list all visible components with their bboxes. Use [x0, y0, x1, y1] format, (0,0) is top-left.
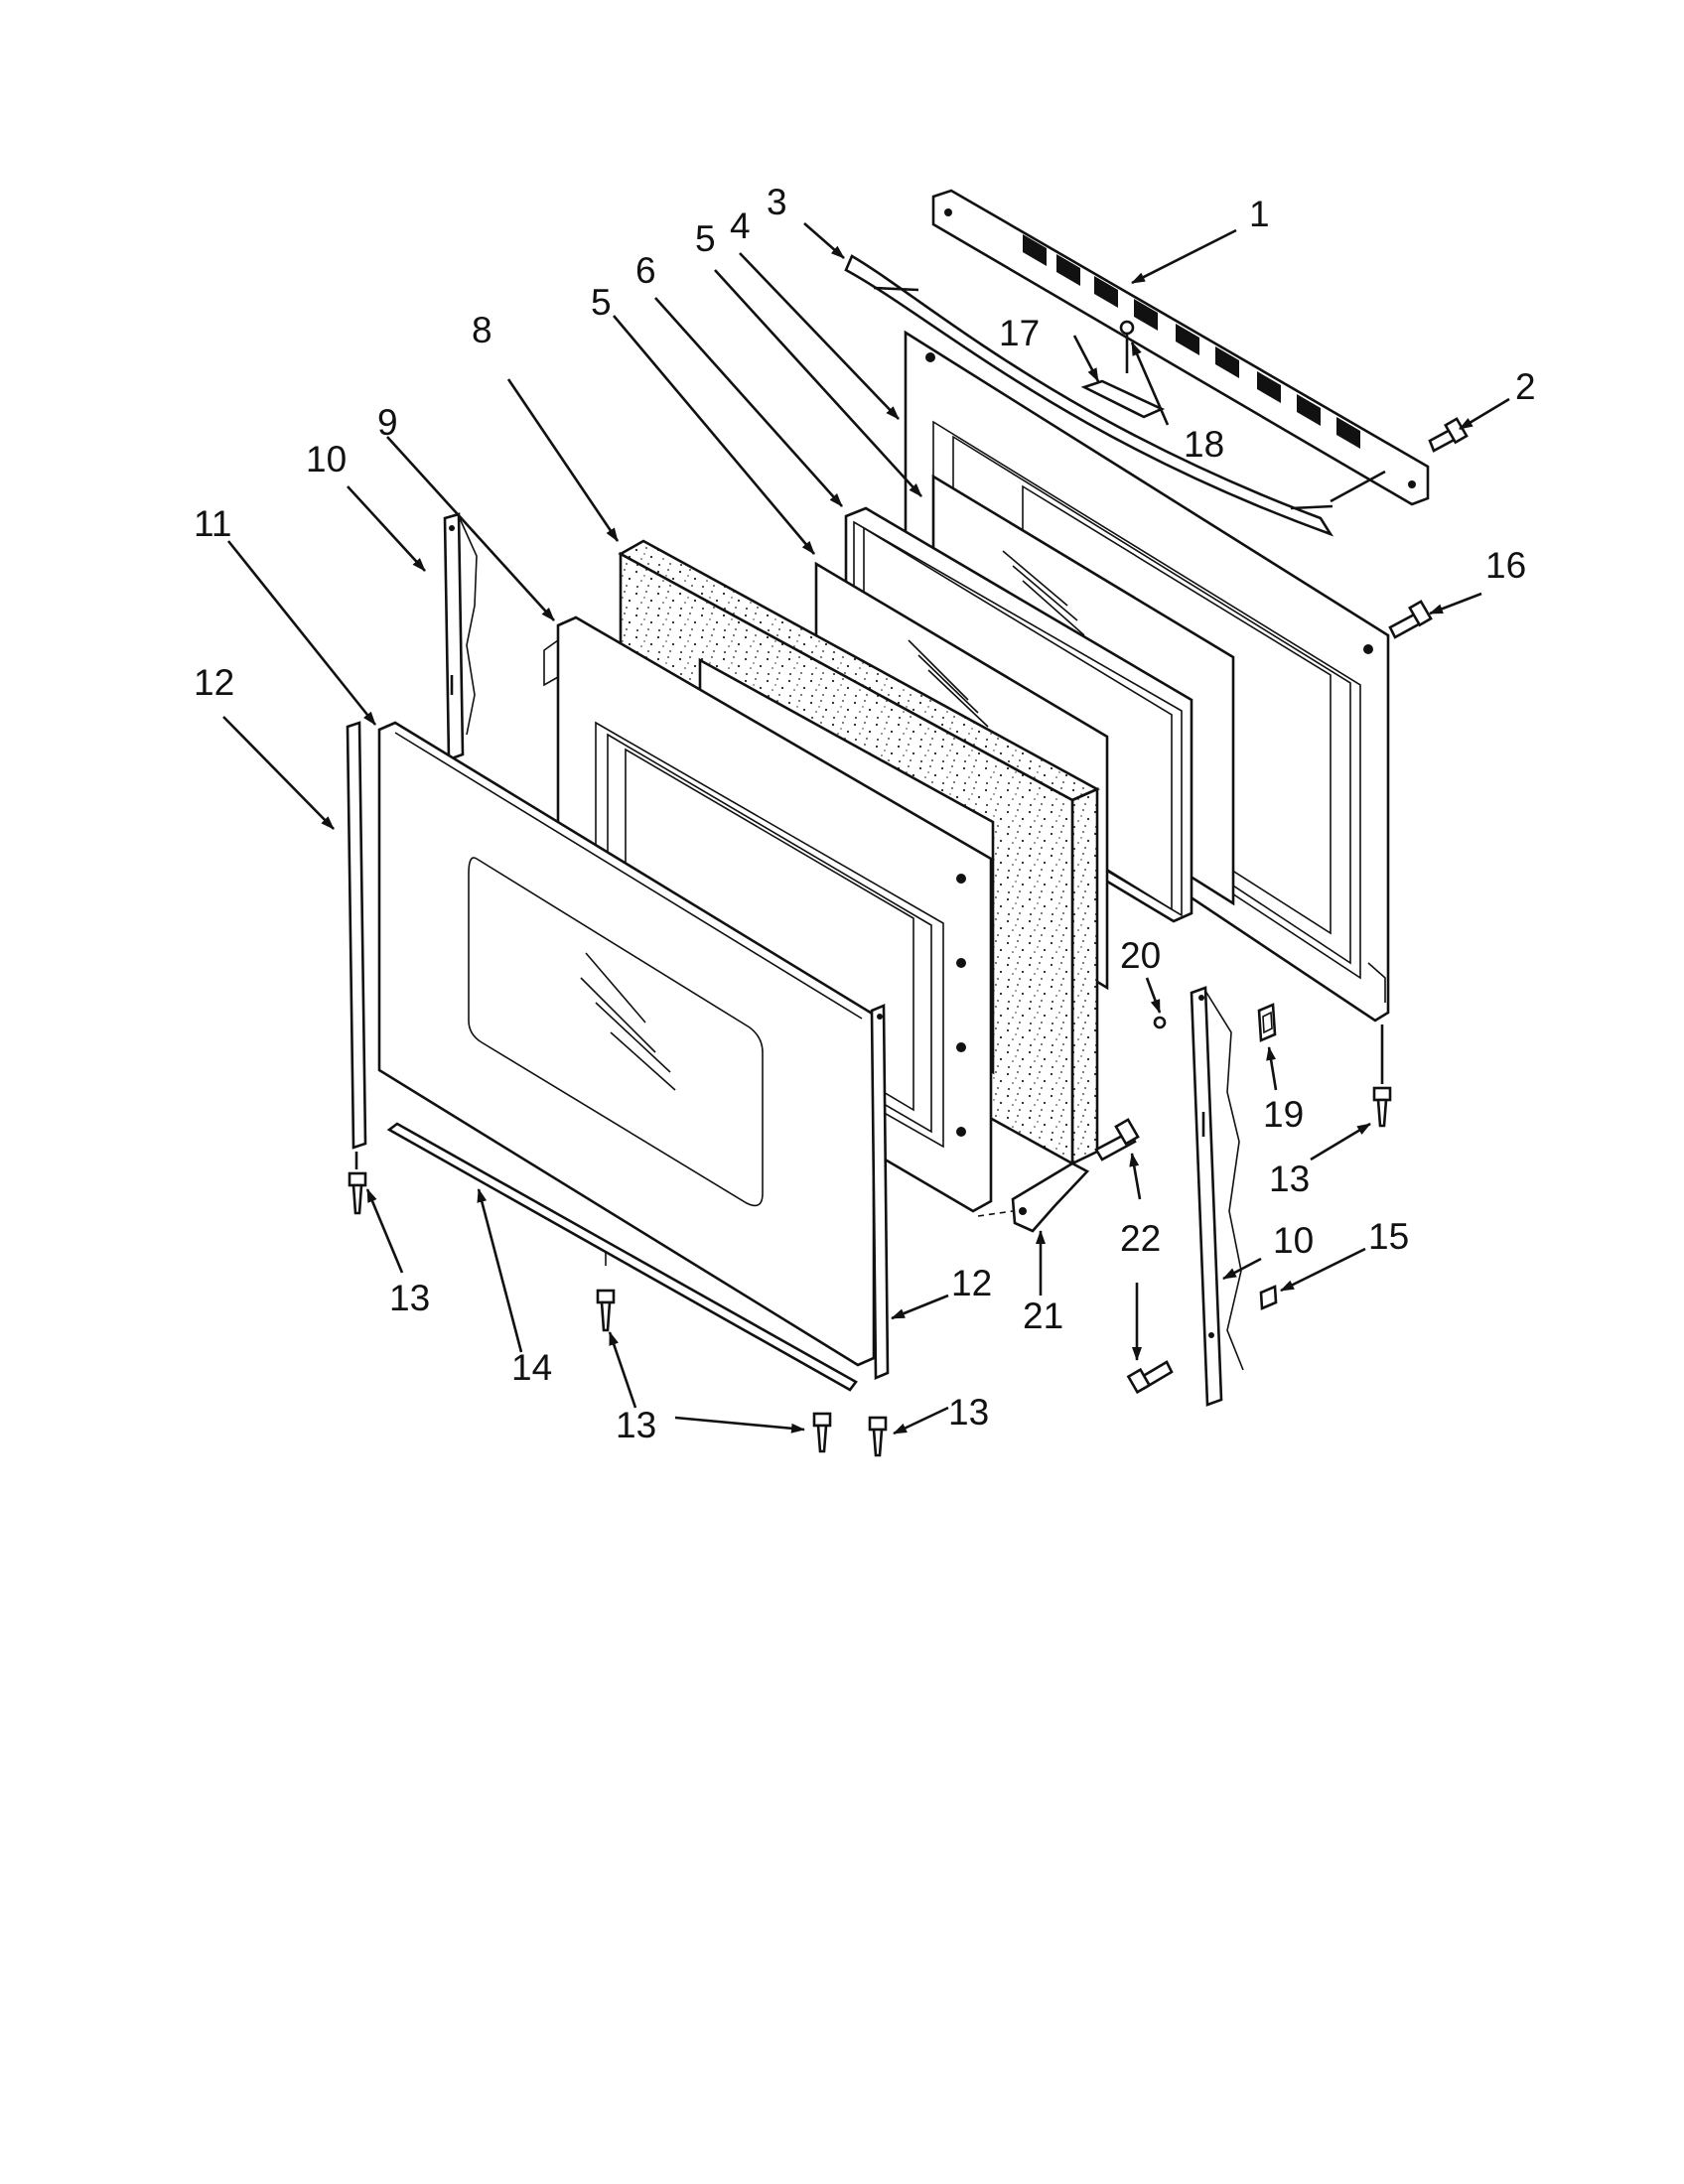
label-13-bottom-right: 13 — [948, 1392, 989, 1433]
part-11-outer-door-panel — [377, 721, 876, 1367]
label-12-right: 12 — [951, 1263, 992, 1303]
label-14: 14 — [511, 1347, 552, 1388]
label-13-left: 13 — [389, 1278, 430, 1318]
part-14-bottom-trim — [386, 1122, 858, 1392]
part-12-side-trim-right — [870, 1004, 890, 1380]
part-20-screw — [1153, 1016, 1167, 1029]
label-9: 9 — [377, 402, 398, 443]
part-13-screw-panel-right — [1372, 1024, 1392, 1128]
label-10-left: 10 — [306, 439, 347, 479]
part-3-door-handle — [844, 254, 1386, 537]
part-22-screw-lower — [1126, 1360, 1174, 1395]
label-13-bottom: 13 — [616, 1405, 656, 1445]
label-12-left: 12 — [194, 662, 234, 703]
part-16-screw — [1388, 600, 1433, 639]
label-20: 20 — [1120, 935, 1161, 976]
part-21-hinge-bracket — [977, 1161, 1090, 1233]
callout-labels: 1 2 3 4 5 5 6 8 9 10 10 11 12 12 13 13 1… — [194, 182, 1536, 1445]
label-17: 17 — [999, 313, 1040, 353]
part-12-side-trim-left — [346, 721, 367, 1169]
label-10-right: 10 — [1273, 1220, 1314, 1261]
label-13-right: 13 — [1269, 1159, 1310, 1199]
part-2-screw — [1428, 417, 1469, 453]
label-15: 15 — [1368, 1216, 1409, 1257]
part-15-clip — [1259, 1285, 1278, 1310]
label-2: 2 — [1515, 366, 1536, 407]
part-22-screw-upper — [1094, 1118, 1140, 1161]
label-18: 18 — [1184, 424, 1224, 465]
part-1-vent-trim — [931, 189, 1430, 506]
part-10-hinge-channel-left — [443, 512, 478, 761]
label-22: 22 — [1120, 1218, 1161, 1259]
part-13-screw-bottom-right — [812, 1412, 832, 1453]
part-10-hinge-channel-right — [1190, 986, 1244, 1407]
part-13-screw-trim-right — [868, 1416, 888, 1457]
vent-slots — [1023, 234, 1360, 449]
label-21: 21 — [1023, 1296, 1063, 1336]
label-16: 16 — [1485, 545, 1526, 586]
part-13-screw-bottom-center — [596, 1289, 616, 1332]
label-19: 19 — [1263, 1094, 1304, 1135]
label-1: 1 — [1249, 194, 1270, 234]
label-8: 8 — [472, 310, 492, 350]
label-5-upper: 5 — [695, 218, 716, 259]
leader-arrows — [222, 222, 1510, 1435]
label-5-lower: 5 — [591, 282, 612, 323]
part-18-screw — [1119, 320, 1135, 373]
label-3: 3 — [767, 182, 787, 222]
label-4: 4 — [730, 205, 751, 246]
part-13-screw-left — [348, 1171, 367, 1215]
part-19-clip — [1257, 1003, 1277, 1042]
label-11: 11 — [194, 503, 231, 544]
label-6: 6 — [635, 250, 656, 291]
